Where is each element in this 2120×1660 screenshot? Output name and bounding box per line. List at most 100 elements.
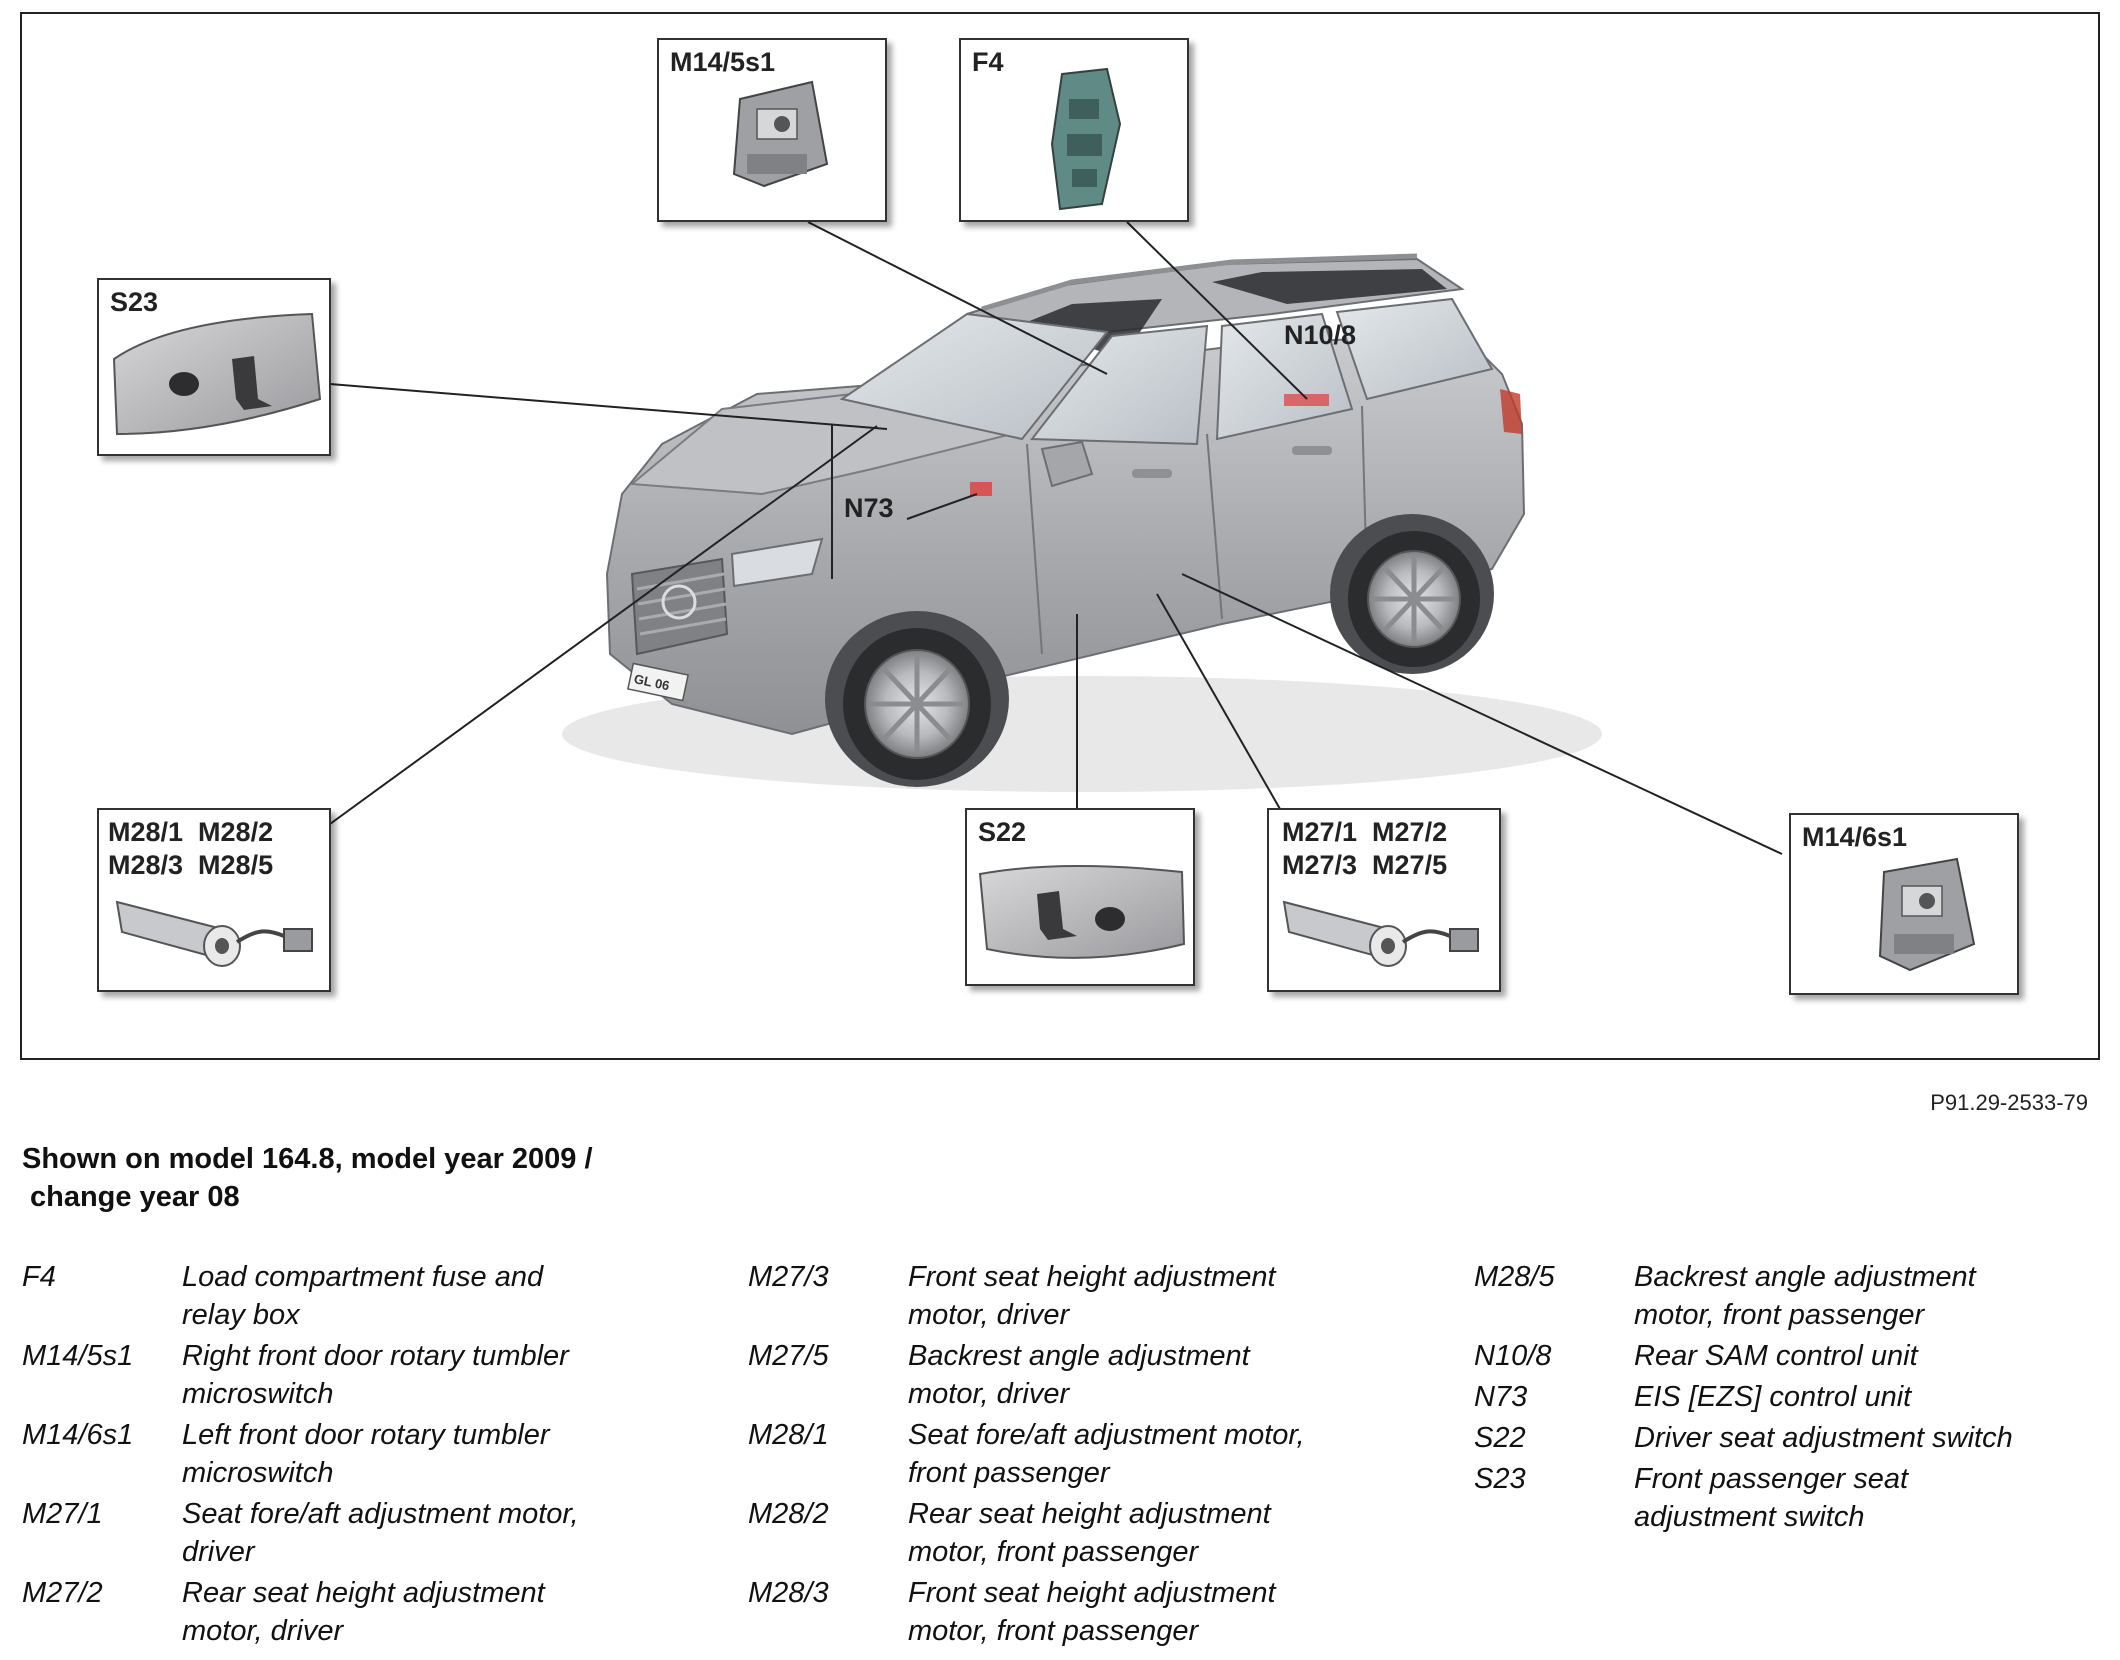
callout-f4-label: F4 [972, 47, 1004, 77]
legend-description: Seat fore/aft adjustment motor, driver [182, 1495, 692, 1571]
door-lock-microswitch-icon [1878, 857, 1976, 972]
n73-label: N73 [844, 493, 894, 523]
legend-description-line: EIS [EZS] control unit [1634, 1381, 1912, 1413]
diagram-frame: GL 06 N73 [20, 12, 2100, 1060]
callout-s23: S23 [97, 278, 331, 456]
legend-description-line: Rear seat height adjustment [908, 1498, 1271, 1530]
rear-wheel-spokes [1372, 554, 1456, 644]
n10-8-sam-unit [1284, 394, 1329, 406]
legend-description-line: driver [182, 1536, 255, 1568]
legend-code: M28/1 [748, 1419, 829, 1451]
legend-description-line: motor, front passenger [908, 1615, 1199, 1647]
legend-description: Rear seat height adjustment motor, driver [182, 1574, 692, 1650]
legend-description-line: Front passenger seat [1634, 1463, 1909, 1495]
caption-line: Shown on model 164.8, model year 2009 / [22, 1143, 593, 1175]
figure-caption: Shown on model 164.8, model year 2009 / … [22, 1140, 722, 1216]
legend-code: M14/5s1 [22, 1340, 134, 1372]
callout-m27-label-line1: M27/1 M27/2 [1282, 817, 1447, 847]
legend-item: M27/2 Rear seat height adjustment motor, d… [22, 1574, 692, 1650]
legend-description-line: Left front door rotary tumbler [182, 1419, 550, 1451]
callout-m28-label-line2: M28/3 M28/5 [108, 850, 273, 880]
callout-s22: S22 [965, 808, 1195, 986]
front-door-window [1030, 324, 1209, 446]
legend-description-line: Front seat height adjustment [908, 1261, 1276, 1293]
legend-item: N73 EIS [EZS] control unit [1474, 1378, 2120, 1416]
fuse-relay-box-icon [1050, 67, 1122, 211]
legend-description-line: adjustment switch [1634, 1501, 1865, 1533]
legend-description: Rear SAM control unit [1634, 1337, 2120, 1375]
legend-item: M27/3 Front seat height adjustment motor, … [748, 1258, 1418, 1334]
legend-item: M27/1 Seat fore/aft adjustment motor, driv… [22, 1495, 692, 1571]
legend-item: M28/3 Front seat height adjustment motor, … [748, 1574, 1418, 1650]
driver-seat-switch-icon [978, 864, 1186, 959]
legend-description-line: microswitch [182, 1378, 334, 1410]
legend-code: S22 [1474, 1422, 1526, 1454]
legend-description: Right front door rotary tumbler microswit… [182, 1337, 692, 1413]
license-plate [627, 662, 689, 702]
callout-s22-label: S22 [978, 817, 1026, 847]
side-mirror [1040, 440, 1094, 488]
legend-code: M28/5 [1474, 1261, 1555, 1293]
legend-description-line: Driver seat adjustment switch [1634, 1422, 2013, 1454]
passenger-seat-switch-icon [112, 312, 322, 436]
legend-description: Front seat height adjustment motor, front… [908, 1574, 1418, 1650]
front-door-handle [1132, 469, 1172, 478]
legend-description-line: motor, driver [182, 1615, 344, 1647]
legend-description: Front seat height adjustment motor, drive… [908, 1258, 1418, 1334]
callout-m27: M27/1 M27/2 M27/3 M27/5 [1267, 808, 1501, 992]
callout-m27-label-line2: M27/3 M27/5 [1282, 850, 1447, 880]
driver-seat-motor-icon [1282, 900, 1479, 967]
grille-bars [636, 572, 727, 636]
roof-rail [981, 253, 1418, 312]
legend-description: Seat fore/aft adjustment motor, front pas… [908, 1416, 1418, 1492]
callout-m28-label-line1: M28/1 M28/2 [108, 817, 273, 847]
callout-m14-6s1: M14/6s1 [1789, 813, 2019, 995]
legend-description: Driver seat adjustment switch [1634, 1419, 2120, 1457]
callout-m14-6s1-label: M14/6s1 [1802, 822, 1907, 852]
callout-m14-5s1: M14/5s1 [657, 38, 887, 222]
legend-item: M28/1 Seat fore/aft adjustment motor, fron… [748, 1416, 1418, 1492]
legend-description-line: Right front door rotary tumbler [182, 1340, 569, 1372]
legend-description-line: Seat fore/aft adjustment motor, [182, 1498, 579, 1530]
license-plate-text: GL 06 [633, 671, 671, 693]
legend-code: M27/1 [22, 1498, 103, 1530]
front-wheel-spokes [870, 654, 964, 754]
legend-description-line: Seat fore/aft adjustment motor, [908, 1419, 1305, 1451]
legend-code: M14/6s1 [22, 1419, 134, 1451]
component-location-diagram: GL 06 N73 [97, 38, 2019, 995]
n73-ignition-unit [970, 482, 992, 496]
legend-description-line: Rear seat height adjustment [182, 1577, 545, 1609]
legend-description-line: relay box [182, 1299, 300, 1331]
legend-description-line: microswitch [182, 1457, 334, 1489]
legend-description-line: Front seat height adjustment [908, 1577, 1276, 1609]
legend-description: Left front door rotary tumbler microswitc… [182, 1416, 692, 1492]
windshield [839, 312, 1109, 441]
legend-code: M27/3 [748, 1261, 829, 1293]
vehicle-illustration: GL 06 [562, 253, 1602, 792]
legend-item: M14/5s1 Right front door rotary tumbler mi… [22, 1337, 692, 1413]
headlight [730, 537, 824, 588]
legend-code: M28/2 [748, 1498, 829, 1530]
legend-item: S22 Driver seat adjustment switch [1474, 1419, 2120, 1457]
legend-code: N73 [1474, 1381, 1528, 1413]
legend-description-line: motor, driver [908, 1299, 1070, 1331]
n10-8-label: N10/8 [1284, 320, 1356, 350]
legend-description-line: front passenger [908, 1457, 1110, 1489]
legend-code: F4 [22, 1261, 56, 1293]
legend-code: M27/2 [22, 1577, 103, 1609]
legend-code: M28/3 [748, 1577, 829, 1609]
rear-door-handle [1292, 446, 1332, 455]
legend-description-line: motor, driver [908, 1378, 1070, 1410]
legend-description-line: Backrest angle adjustment [1634, 1261, 1976, 1293]
passenger-seat-motor-icon [115, 900, 313, 967]
